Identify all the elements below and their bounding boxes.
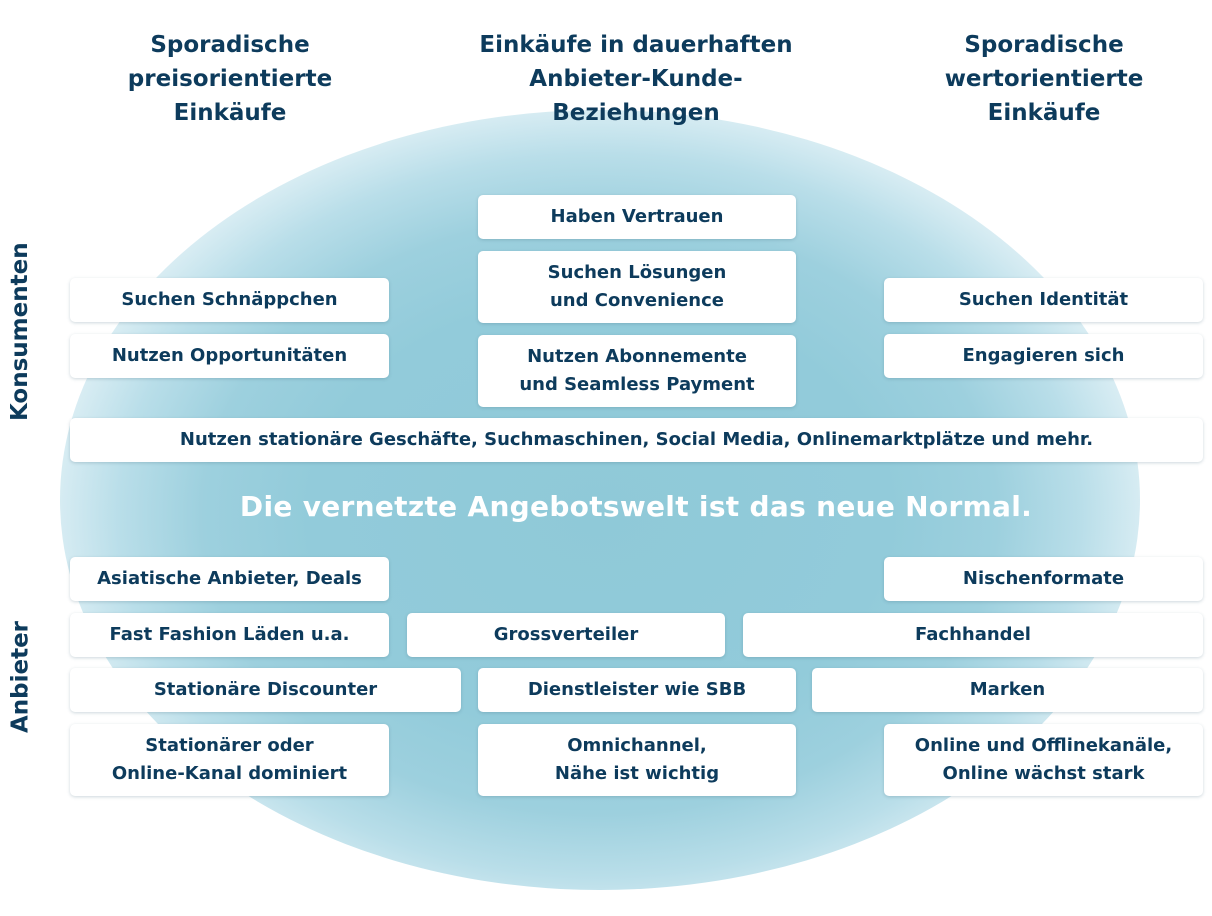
- box-fast-fashion: Fast Fashion Läden u.a.: [70, 613, 389, 657]
- box-omnichannel: Omnichannel, Nähe ist wichtig: [478, 724, 796, 796]
- column-header-relationships: Einkäufe in dauerhaften Anbieter-Kunde- …: [479, 32, 793, 126]
- box-wholesale: Grossverteiler: [407, 613, 725, 657]
- box-use-opportunities: Nutzen Opportunitäten: [70, 334, 389, 378]
- box-service-providers: Dienstleister wie SBB: [478, 668, 796, 712]
- box-channel-dominated: Stationärer oder Online-Kanal dominiert: [70, 724, 389, 796]
- row-label-providers: Anbieter: [7, 620, 34, 734]
- box-use-subscriptions: Nutzen Abonnemente und Seamless Payment: [478, 335, 796, 407]
- box-seek-solutions: Suchen Lösungen und Convenience: [478, 251, 796, 323]
- box-have-trust: Haben Vertrauen: [478, 195, 796, 239]
- box-online-offline: Online und Offlinekanäle, Online wächst …: [884, 724, 1203, 796]
- box-niche-formats: Nischenformate: [884, 557, 1203, 601]
- box-specialist-retail: Fachhandel: [743, 613, 1203, 657]
- box-seek-identity: Suchen Identität: [884, 278, 1203, 322]
- box-engage: Engagieren sich: [884, 334, 1203, 378]
- banner-connected-world: Die vernetzte Angebotswelt ist das neue …: [239, 490, 1033, 523]
- box-discounter: Stationäre Discounter: [70, 668, 461, 712]
- box-seek-bargains: Suchen Schnäppchen: [70, 278, 389, 322]
- box-brands: Marken: [812, 668, 1203, 712]
- row-label-consumers: Konsumenten: [7, 242, 33, 421]
- box-asian-providers: Asiatische Anbieter, Deals: [70, 557, 389, 601]
- column-header-price-oriented: Sporadische preisorientierte Einkäufe: [127, 32, 333, 126]
- box-use-all-channels: Nutzen stationäre Geschäfte, Suchmaschin…: [70, 418, 1203, 462]
- column-header-value-oriented: Sporadische wertorientierte Einkäufe: [944, 32, 1144, 126]
